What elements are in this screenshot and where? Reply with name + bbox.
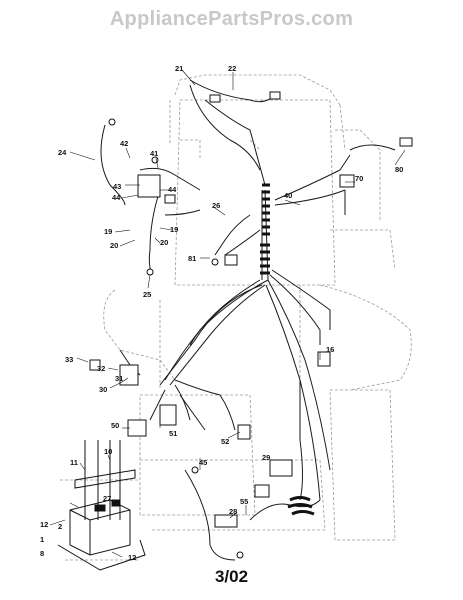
callout-label: 12: [128, 553, 136, 562]
callout-label: 24: [58, 148, 67, 157]
callout-label: 44: [168, 185, 177, 194]
callout-label: 11: [70, 458, 78, 467]
callout-label: 51: [169, 429, 177, 438]
callout-label: 26: [212, 201, 220, 210]
callout-label: 22: [228, 64, 236, 73]
wire-harness: [100, 79, 396, 561]
callout-label: 43: [113, 182, 121, 191]
callout-label: 70: [355, 174, 363, 183]
callout-label: 2: [58, 522, 62, 531]
callout-label: 81: [188, 254, 196, 263]
callout-label: 25: [143, 290, 151, 299]
callout-label: 50: [111, 421, 119, 430]
callout-label: 80: [395, 165, 403, 174]
callout-label: 40: [284, 191, 292, 200]
callout-label: 31: [115, 374, 123, 383]
callout-label: 55: [240, 497, 248, 506]
battery-assembly: [57, 440, 146, 571]
callout-label: 45: [199, 458, 207, 467]
coil-sleeve: [260, 183, 315, 516]
watermark: AppliancePartsPros.com: [109, 8, 354, 30]
callout-label: 19: [170, 225, 178, 234]
callout-labels: 21 22 24 42 41 43 44 44 19 19 20 20 25 2…: [40, 64, 403, 562]
callout-label: 27: [103, 494, 111, 503]
callout-label: 30: [99, 385, 107, 394]
components: [89, 91, 413, 559]
callout-label: 1: [40, 535, 44, 544]
callout-label: 41: [150, 149, 158, 158]
callout-label: 20: [160, 238, 168, 247]
callout-label: 16: [326, 345, 334, 354]
callout-label: 20: [110, 241, 118, 250]
callout-label: 19: [104, 227, 112, 236]
tractor-outline: [60, 74, 412, 561]
callout-label: 8: [40, 549, 44, 558]
callout-label: 29: [262, 453, 270, 462]
callout-label: 32: [97, 364, 105, 373]
callout-label: 21: [175, 64, 183, 73]
callout-label: 28: [229, 507, 237, 516]
callout-label: 33: [65, 355, 73, 364]
callout-label: 10: [104, 447, 112, 456]
leader-lines: [49, 69, 406, 558]
callout-label: 44: [112, 193, 121, 202]
callout-label: 42: [120, 139, 128, 148]
date-code: 3/02: [214, 567, 249, 586]
callout-label: 12: [40, 520, 48, 529]
callout-label: 52: [221, 437, 229, 446]
